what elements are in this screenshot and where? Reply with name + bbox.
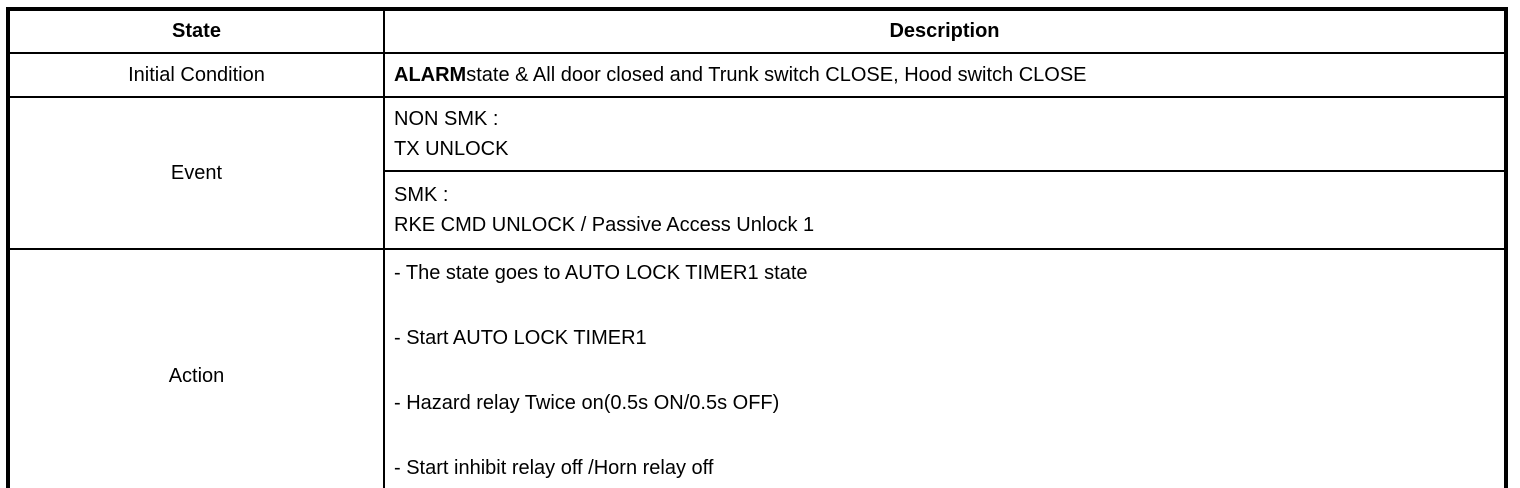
table-row-event-non-smk: Event NON SMK : TX UNLOCK	[7, 96, 1507, 250]
state-description-table: State Description Initial Condition ALAR…	[6, 7, 1508, 488]
table-header-row: State Description	[7, 8, 1507, 54]
row-label-action: Action	[7, 248, 385, 488]
table-row-action: Action - The state goes to AUTO LOCK TIM…	[7, 248, 1507, 488]
initial-condition-description: ALARMstate & All door closed and Trunk s…	[383, 52, 1507, 98]
event-smk-line2: RKE CMD UNLOCK / Passive Access Unlock 1	[394, 214, 815, 236]
initial-condition-rest-text: state & All door closed and Trunk switch…	[466, 64, 1087, 86]
row-label-event: Event	[7, 96, 385, 250]
row-label-initial-condition: Initial Condition	[7, 52, 385, 98]
event-non-smk-line1: NON SMK :	[394, 108, 499, 130]
table-row-initial-condition: Initial Condition ALARMstate & All door …	[7, 52, 1507, 98]
table-row-event-smk: SMK : RKE CMD UNLOCK / Passive Access Un…	[8, 170, 1507, 250]
event-non-smk-line2: TX UNLOCK	[394, 138, 509, 160]
event-non-smk-description: NON SMK : TX UNLOCK	[383, 96, 1507, 172]
column-header-description: Description	[383, 8, 1507, 54]
action-item: - Hazard relay Twice on(0.5s ON/0.5s OFF…	[394, 392, 780, 414]
event-smk-description: SMK : RKE CMD UNLOCK / Passive Access Un…	[383, 170, 1507, 250]
action-item: - Start inhibit relay off /Horn relay of…	[394, 457, 714, 479]
action-item: - Start AUTO LOCK TIMER1	[394, 327, 647, 349]
action-item: - The state goes to AUTO LOCK TIMER1 sta…	[394, 262, 808, 284]
event-smk-line1: SMK :	[394, 184, 449, 206]
initial-condition-bold-text: ALARM	[394, 64, 467, 86]
column-header-state: State	[7, 8, 385, 54]
action-description: - The state goes to AUTO LOCK TIMER1 sta…	[383, 248, 1507, 488]
